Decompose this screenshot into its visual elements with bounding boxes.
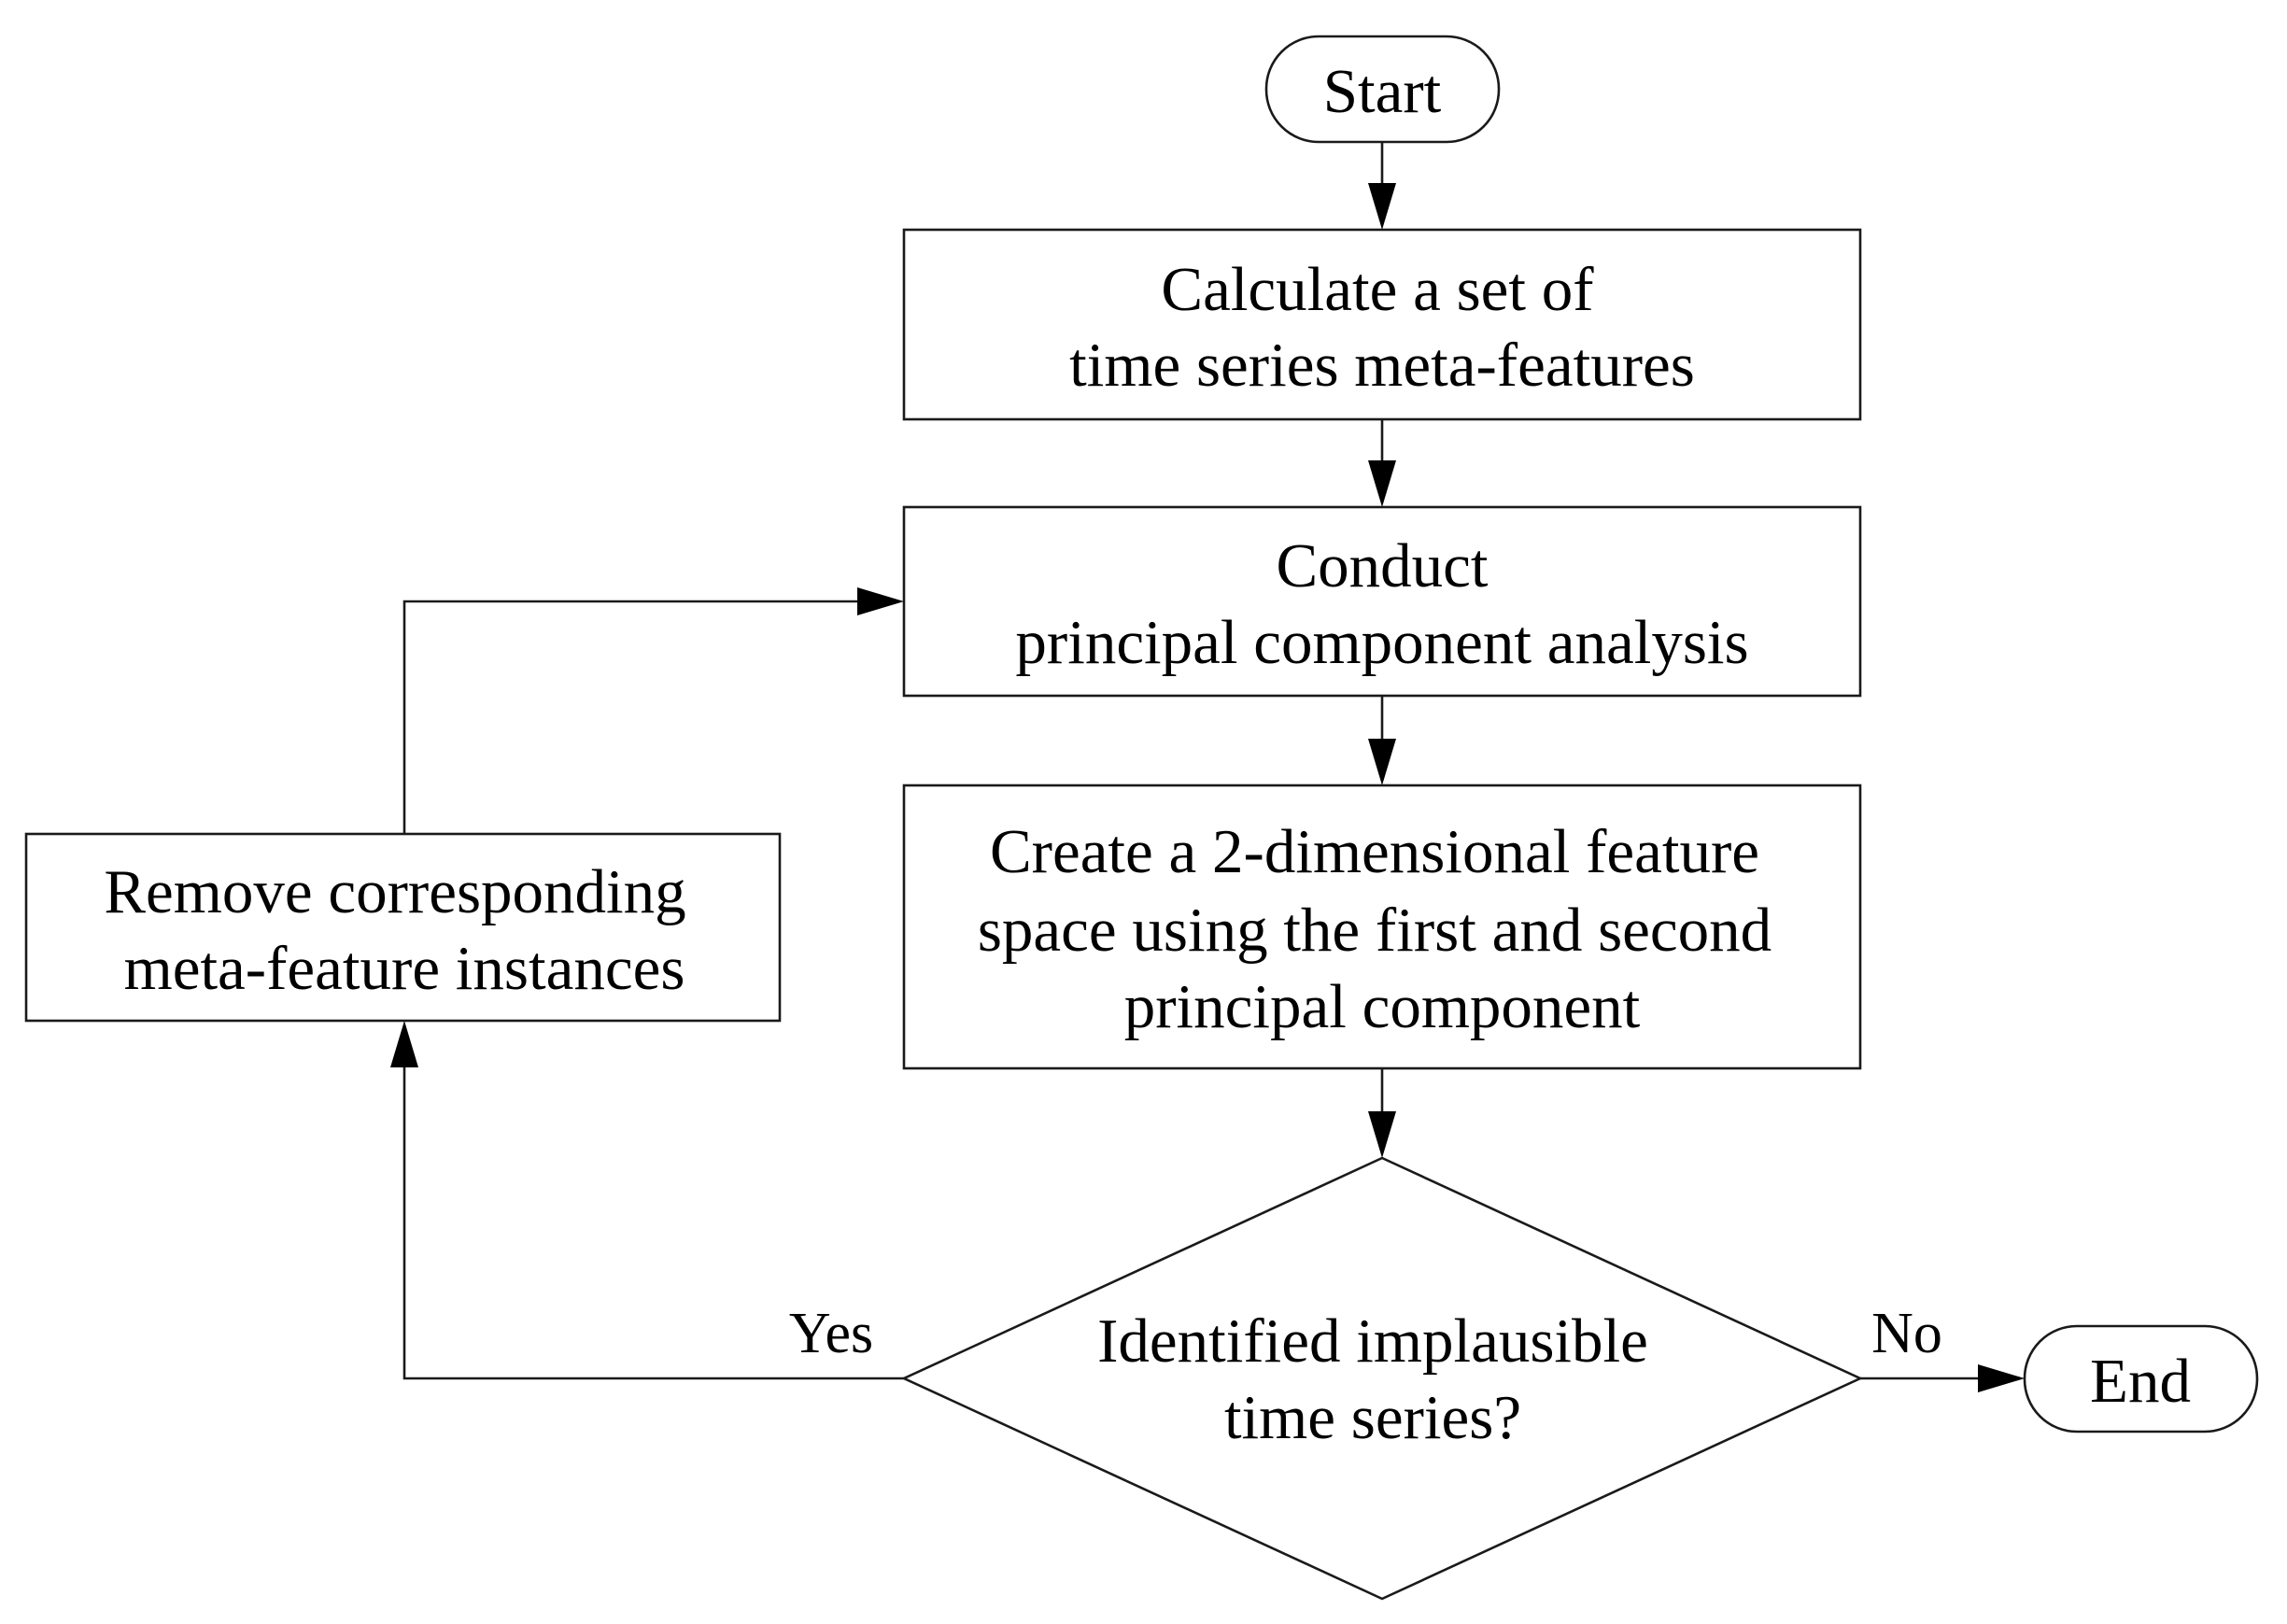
end-label: End <box>2090 1347 2191 1416</box>
create-feature-space-step: Create a 2-dimensional feature space usi… <box>902 784 1862 1070</box>
arrow-decision-no-to-end <box>1860 1364 2025 1392</box>
arrow-pca-to-create <box>1368 696 1396 785</box>
conduct-pca-step: Conduct principal component analysis <box>902 505 1862 698</box>
start-node: Start <box>1264 35 1501 144</box>
remove-instances-step: Remove corresponding meta-feature instan… <box>24 832 782 1023</box>
remove-step-line-1: Remove corresponding <box>104 857 685 926</box>
calculate-step-line-1: Calculate a set of <box>1161 255 1594 324</box>
calculate-step-line-2: time series meta-features <box>1069 331 1695 400</box>
start-label: Start <box>1323 57 1442 126</box>
decision-line-2: time series? <box>1224 1383 1521 1452</box>
arrow-create-to-decision <box>1368 1068 1396 1158</box>
calculate-meta-features-step: Calculate a set of time series meta-feat… <box>902 228 1862 421</box>
arrow-calculate-to-pca <box>1368 419 1396 507</box>
arrow-decision-yes-to-remove <box>390 1021 904 1380</box>
create-step-line-2: space using the first and second <box>978 896 1772 965</box>
implausible-decision: Identified implausible time series? <box>900 1156 1864 1601</box>
remove-step-line-2: meta-feature instances <box>124 934 685 1003</box>
end-node: End <box>2023 1324 2259 1433</box>
arrow-start-to-calculate <box>1368 142 1396 230</box>
pca-step-line-2: principal component analysis <box>1015 608 1748 677</box>
create-step-line-3: principal component <box>1124 972 1641 1041</box>
pca-step-line-1: Conduct <box>1276 531 1488 600</box>
decision-line-1: Identified implausible <box>1097 1306 1648 1376</box>
create-step-line-1: Create a 2-dimensional feature <box>990 817 1759 886</box>
no-label: No <box>1871 1302 1942 1365</box>
yes-label: Yes <box>789 1302 873 1365</box>
arrow-remove-to-pca <box>402 587 904 834</box>
